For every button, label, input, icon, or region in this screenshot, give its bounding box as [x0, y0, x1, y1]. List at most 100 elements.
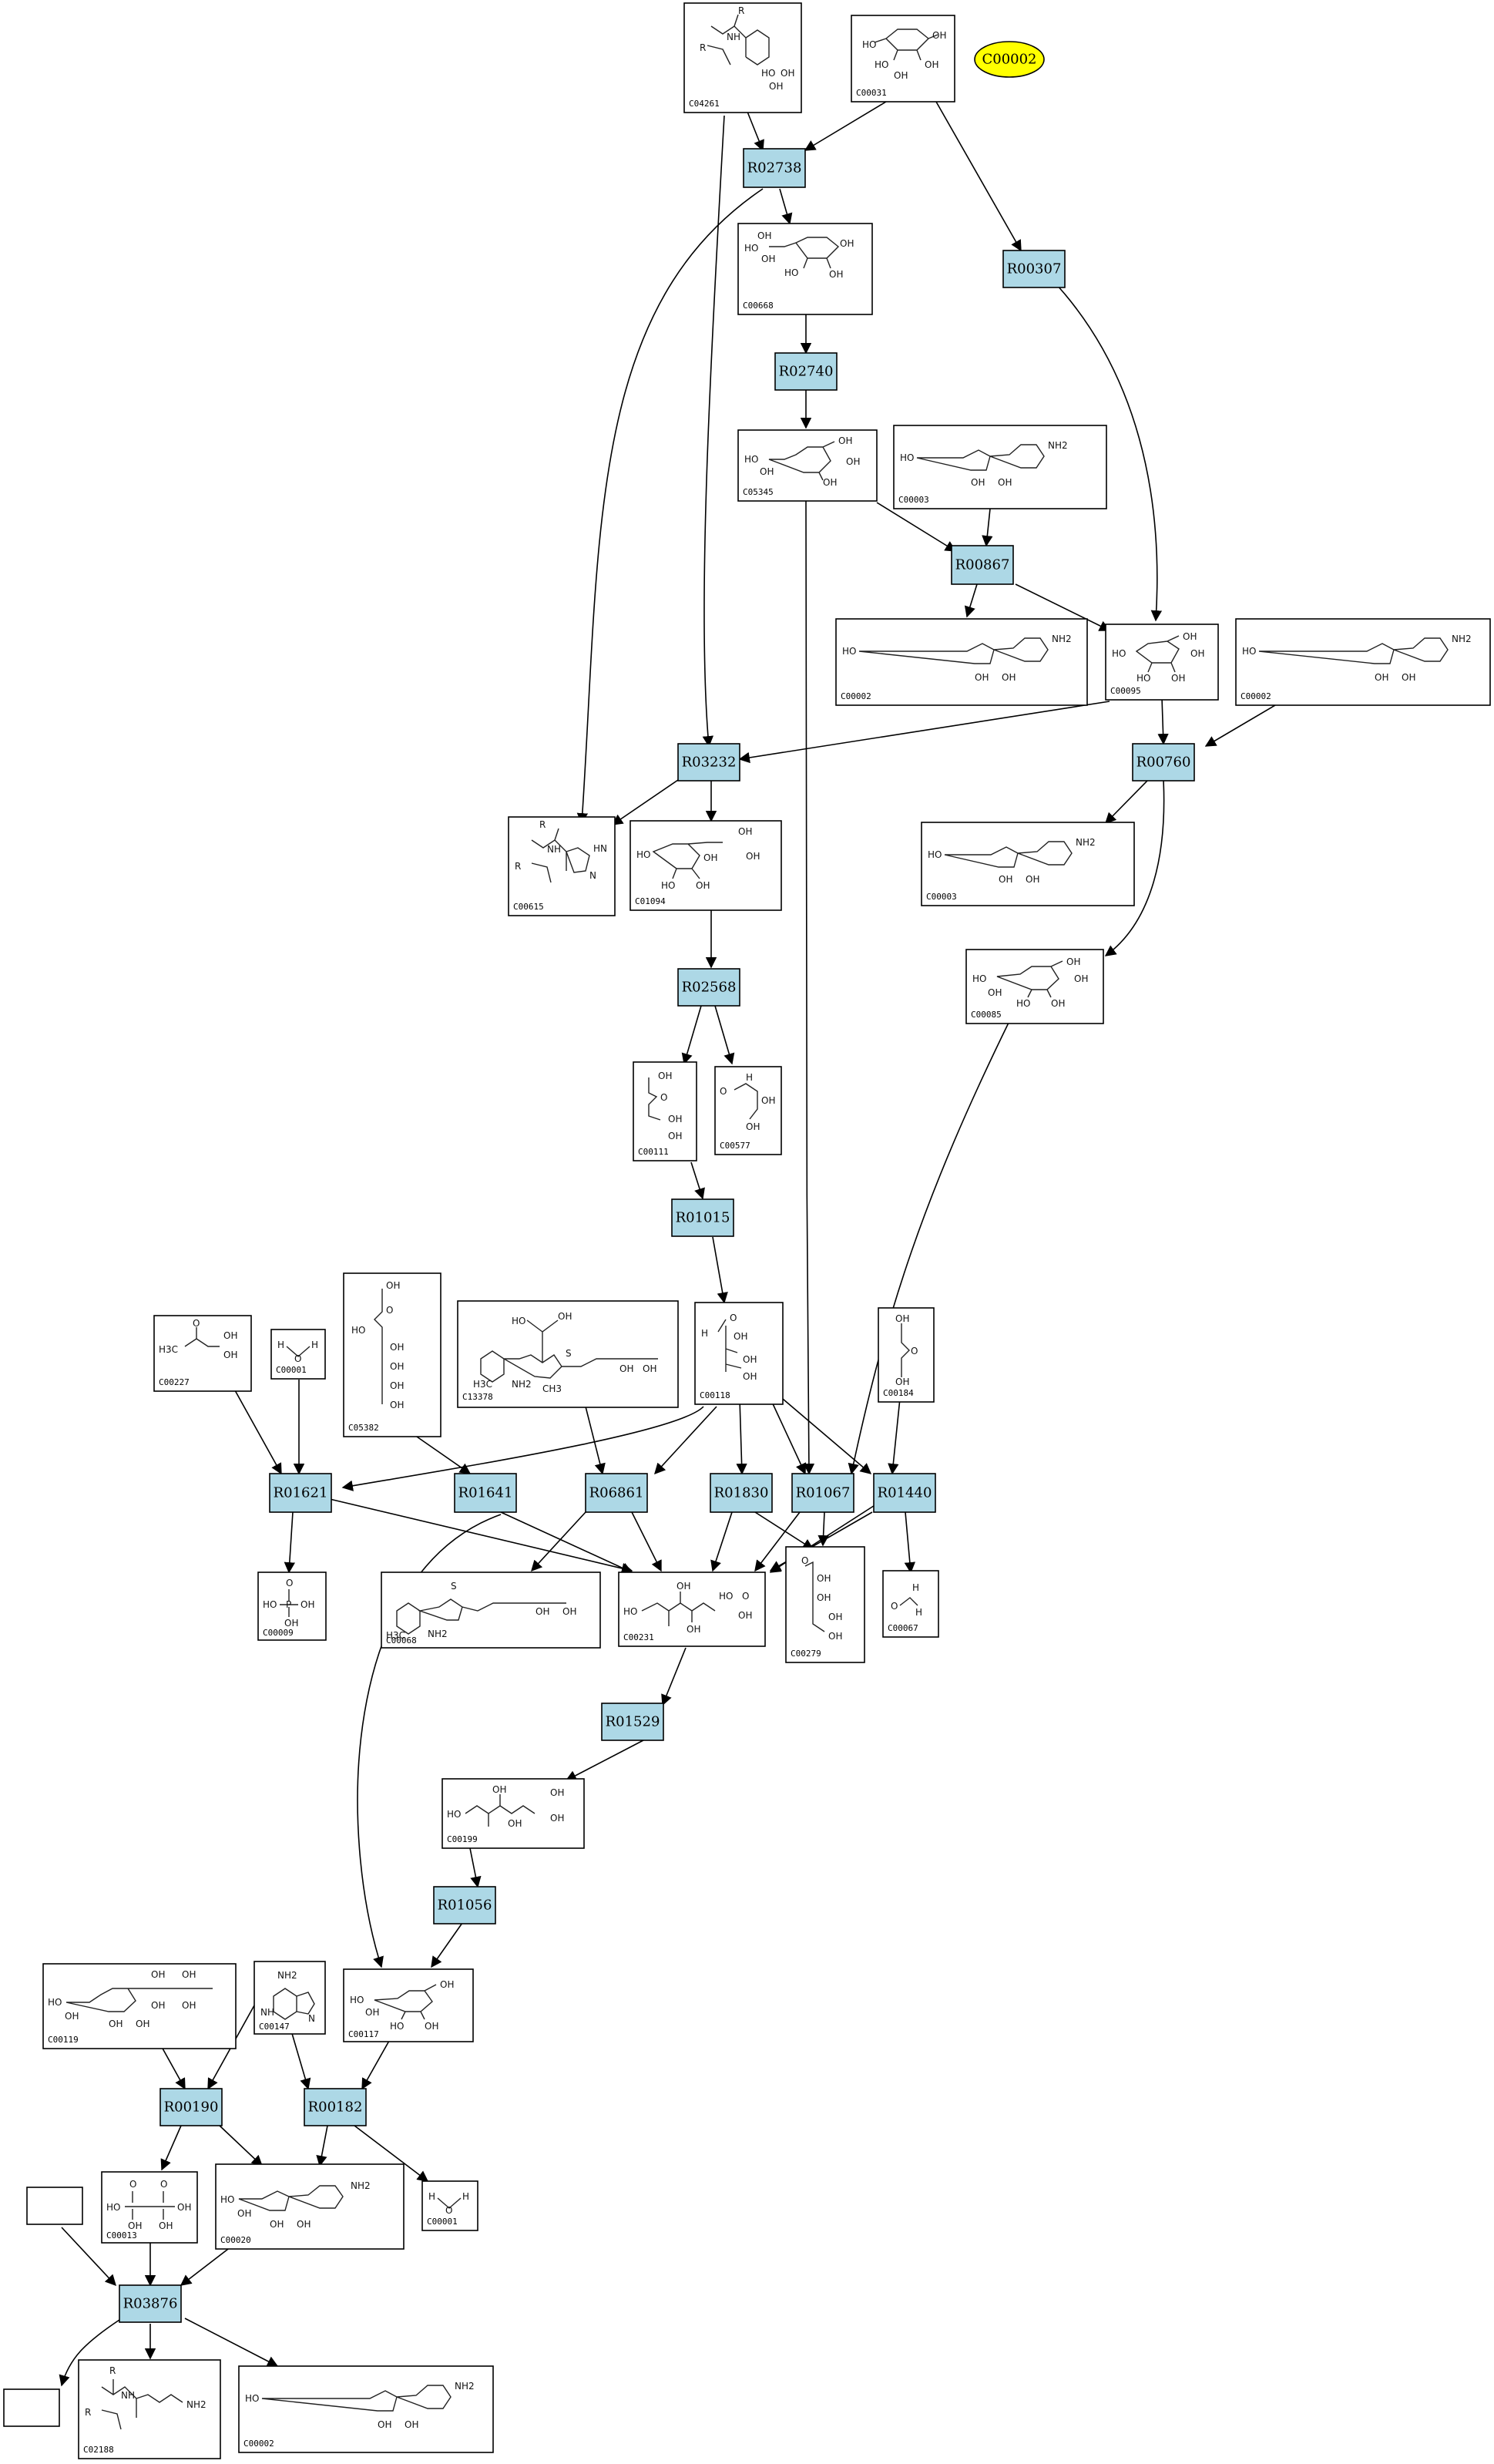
blank-node-upper[interactable]: [26, 2187, 83, 2225]
svg-text:OH: OH: [971, 477, 985, 488]
svg-text:OH: OH: [405, 2419, 418, 2430]
reaction-r03232[interactable]: R03232: [677, 743, 740, 782]
svg-text:OH: OH: [999, 874, 1012, 885]
svg-text:R01015: R01015: [676, 1210, 730, 1226]
svg-text:OH: OH: [895, 1313, 909, 1324]
svg-text:HO: HO: [862, 39, 876, 50]
compound-c00068[interactable]: S NH2 H3C OH OH C00068: [381, 1572, 601, 1649]
svg-text:R02568: R02568: [682, 980, 737, 996]
svg-text:O: O: [286, 1578, 293, 1588]
compound-c00184[interactable]: OH O OH C00184: [878, 1307, 935, 1403]
compound-c00095[interactable]: HO OH OH HO OH C00095: [1105, 624, 1219, 701]
reaction-r00307[interactable]: R00307: [1002, 250, 1066, 288]
compound-c00002-b[interactable]: HO NH2 OH OH C00002: [1235, 618, 1491, 706]
svg-text:OH: OH: [738, 826, 752, 837]
compound-c00001-a[interactable]: H O H C00001: [270, 1329, 326, 1380]
svg-text:OH: OH: [746, 1121, 760, 1132]
compound-c00279[interactable]: O OH OH OH OH C00279: [785, 1546, 865, 1663]
reaction-r00760[interactable]: R00760: [1132, 743, 1195, 782]
svg-text:C05345: C05345: [743, 487, 774, 497]
compound-c04261[interactable]: R NH R HO OH OH C04261: [683, 2, 802, 113]
svg-text:OH: OH: [1002, 672, 1016, 683]
compound-c00147[interactable]: NH2 NH N C00147: [253, 1961, 326, 2035]
svg-text:HO: HO: [784, 267, 798, 278]
reaction-r01529[interactable]: R01529: [601, 1703, 664, 1741]
compound-c00668[interactable]: OH HO OH OH HO OH C00668: [737, 223, 873, 315]
svg-text:R01067: R01067: [796, 1485, 851, 1501]
reaction-r01641[interactable]: R01641: [454, 1473, 517, 1513]
compound-c00003-a[interactable]: HO NH2 OH OH C00003: [893, 425, 1107, 509]
compound-c00085[interactable]: HO OH OH OH HO OH C00085: [965, 949, 1104, 1024]
compound-c00020[interactable]: HO NH2 OH OH OH C00020: [215, 2163, 405, 2250]
compound-c00002-a[interactable]: HO NH2 OH OH C00002: [835, 618, 1088, 706]
svg-text:R02740: R02740: [779, 364, 834, 380]
compound-c05345[interactable]: HO OH OH OH OH C05345: [737, 429, 878, 502]
reaction-r00190[interactable]: R00190: [159, 2088, 223, 2126]
compound-c00117[interactable]: HO OH OH HO OH C00117: [343, 1968, 474, 2042]
svg-text:C00002: C00002: [982, 52, 1036, 68]
compound-c00031[interactable]: HO OH HO OH OH C00031: [851, 15, 955, 103]
compound-c02188[interactable]: R NH R NH2 C02188: [78, 2359, 221, 2459]
reaction-r00182[interactable]: R00182: [304, 2088, 367, 2126]
svg-text:R01440: R01440: [878, 1485, 932, 1501]
reaction-r01015[interactable]: R01015: [671, 1198, 734, 1237]
reaction-r01830[interactable]: R01830: [710, 1473, 773, 1513]
reaction-r01621[interactable]: R01621: [269, 1473, 332, 1513]
svg-text:OH: OH: [390, 1361, 404, 1372]
compound-c00227[interactable]: O H3C OH OH C00227: [153, 1315, 252, 1392]
compound-c00118[interactable]: O H OH OH OH C00118: [694, 1302, 784, 1405]
compound-c00615[interactable]: R NH R HN N C00615: [508, 816, 616, 916]
reaction-r01056[interactable]: R01056: [433, 1886, 496, 1924]
svg-text:C13378: C13378: [462, 1392, 493, 1402]
svg-text:C00068: C00068: [386, 1635, 417, 1645]
compound-c00003-b[interactable]: HO NH2 OH OH C00003: [921, 822, 1135, 906]
svg-text:OH: OH: [365, 2007, 379, 2018]
compound-c00001-b[interactable]: H O H C00001: [421, 2180, 478, 2231]
compound-c13378[interactable]: HO OH S H3C NH2 CH3 OH OH C13378: [457, 1300, 679, 1408]
svg-text:R: R: [700, 42, 706, 53]
svg-text:C00199: C00199: [447, 1834, 478, 1844]
compound-c01094[interactable]: HO OH OH OH HO OH C01094: [629, 820, 782, 911]
compound-c00199[interactable]: OH OH HO OH OH C00199: [441, 1778, 585, 1849]
reaction-r06861[interactable]: R06861: [585, 1473, 648, 1513]
reaction-r02568[interactable]: R02568: [677, 968, 740, 1007]
svg-text:OH: OH: [508, 1818, 522, 1829]
svg-text:NH2: NH2: [1048, 440, 1068, 451]
svg-text:OH: OH: [378, 2419, 391, 2430]
compound-c00009[interactable]: O HO P OH OH C00009: [257, 1572, 327, 1641]
svg-text:HO: HO: [447, 1809, 461, 1820]
svg-text:HO: HO: [875, 59, 888, 70]
reaction-r01067[interactable]: R01067: [791, 1473, 854, 1513]
svg-text:OH: OH: [828, 1631, 842, 1642]
compound-c00002-c[interactable]: HO NH2 OH OH C00002: [238, 2365, 494, 2453]
root-compound-c00002[interactable]: C00002: [974, 41, 1045, 78]
compound-c00119[interactable]: OH OH HO OH OH OH OH OH C00119: [42, 1963, 237, 2049]
compound-c05382[interactable]: OH O HO OH OH OH OH C05382: [343, 1272, 441, 1437]
compound-c00013[interactable]: O O HO OH OH OH C00013: [101, 2171, 198, 2244]
svg-text:OH: OH: [817, 1573, 831, 1584]
compound-c00067[interactable]: H O H C00067: [882, 1570, 939, 1638]
svg-text:C00002: C00002: [243, 2439, 274, 2449]
svg-text:R03232: R03232: [682, 755, 737, 771]
compound-c00111[interactable]: OH O OH OH C00111: [633, 1061, 697, 1161]
svg-text:H: H: [428, 2191, 435, 2202]
compound-c00577[interactable]: H O OH OH C00577: [714, 1066, 782, 1155]
reaction-r00867[interactable]: R00867: [951, 545, 1014, 585]
svg-text:O: O: [445, 2205, 452, 2216]
svg-text:OH: OH: [743, 1354, 757, 1365]
reaction-r02740[interactable]: R02740: [774, 352, 838, 391]
svg-text:OH: OH: [65, 2011, 79, 2022]
svg-text:C05382: C05382: [348, 1423, 379, 1433]
svg-text:NH: NH: [727, 32, 740, 42]
reaction-r02738[interactable]: R02738: [743, 148, 806, 188]
reaction-r01440[interactable]: R01440: [873, 1473, 936, 1513]
svg-text:OH: OH: [761, 254, 775, 264]
svg-text:NH2: NH2: [1052, 634, 1072, 644]
compound-c00231[interactable]: OH HO O HO OH OH C00231: [618, 1572, 766, 1647]
svg-text:P: P: [286, 1599, 291, 1610]
reaction-r03876[interactable]: R03876: [119, 2284, 182, 2323]
svg-text:C00067: C00067: [888, 1623, 918, 1633]
svg-text:OH: OH: [151, 1969, 165, 1980]
blank-node-lower[interactable]: [3, 2388, 60, 2427]
svg-text:H: H: [462, 2191, 469, 2202]
